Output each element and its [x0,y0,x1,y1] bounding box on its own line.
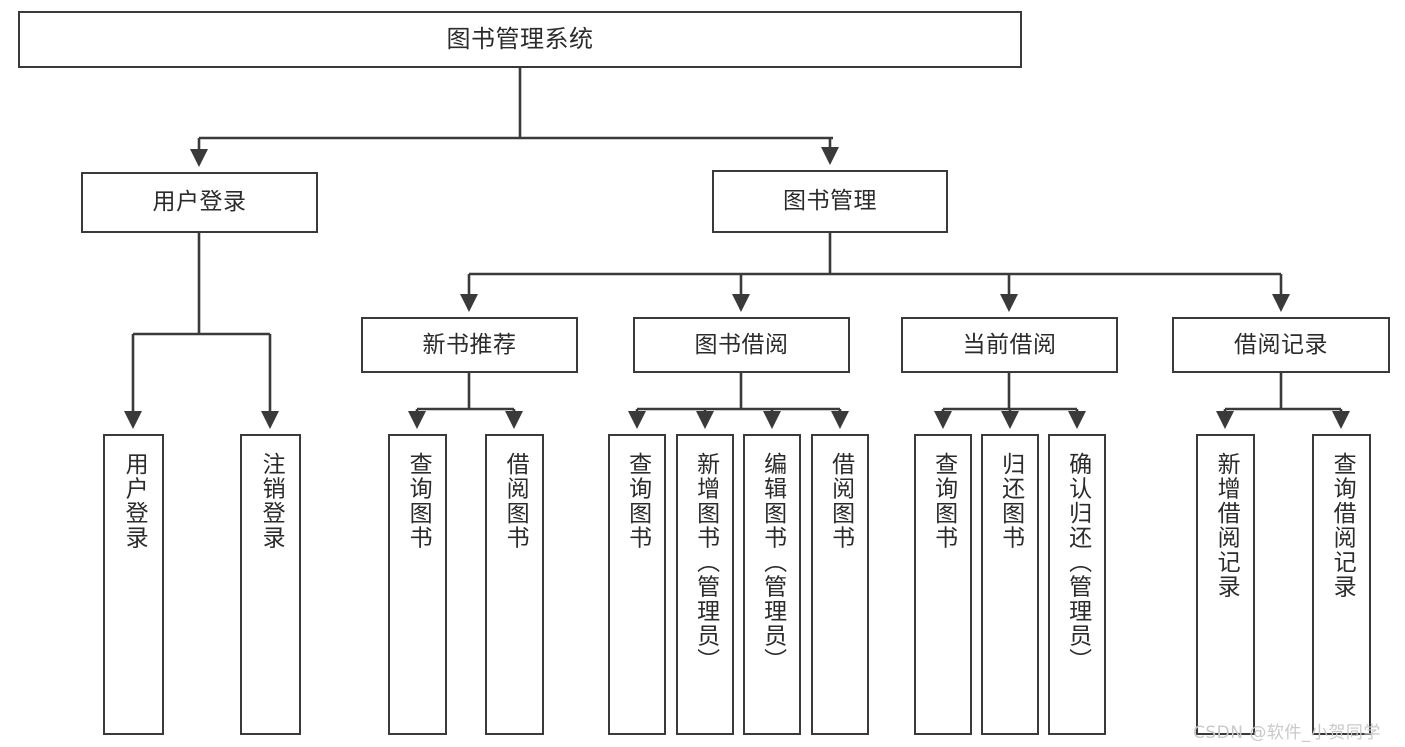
node-book-borrow[interactable]: 图书借阅 [633,317,850,373]
leaf-node[interactable]: 注销登录 [240,434,301,735]
leaf-node[interactable]: 归还图书 [981,434,1039,735]
node-book-borrow-label: 图书借阅 [694,331,789,358]
leaf-node[interactable]: 新增借阅记录 [1196,434,1255,735]
leaf-node[interactable]: 确认归还（管理员） [1048,434,1106,735]
node-root[interactable]: 图书管理系统 [18,11,1022,68]
leaf-node-label: 借阅图书 [827,452,854,550]
leaf-node[interactable]: 编辑图书（管理员） [743,434,801,735]
node-root-label: 图书管理系统 [446,24,594,53]
leaf-node[interactable]: 查询图书 [388,434,447,735]
leaf-node[interactable]: 查询图书 [914,434,972,735]
leaf-node-label: 查询图书 [405,452,432,550]
leaf-node-label: 查询借阅记录 [1329,452,1356,599]
leaf-node-label: 借阅图书 [502,452,529,550]
leaf-node[interactable]: 借阅图书 [811,434,869,735]
leaf-node-label: 查询图书 [624,452,651,550]
node-borrow-record[interactable]: 借阅记录 [1172,317,1390,373]
leaf-node-label: 查询图书 [930,452,957,550]
node-new-book-recommend-label: 新书推荐 [422,331,517,358]
leaf-node[interactable]: 查询借阅记录 [1312,434,1371,735]
leaf-node[interactable]: 用户登录 [103,434,164,735]
leaf-node[interactable]: 借阅图书 [485,434,544,735]
leaf-node-label: 新增图书（管理员） [692,452,719,673]
leaf-node[interactable]: 新增图书（管理员） [676,434,734,735]
node-current-borrow-label: 当前借阅 [962,331,1057,358]
leaf-node-label: 归还图书 [997,452,1024,550]
node-current-borrow[interactable]: 当前借阅 [901,317,1118,373]
node-book-management[interactable]: 图书管理 [712,170,948,233]
node-book-management-label: 图书管理 [783,188,877,215]
leaf-node-label: 新增借阅记录 [1213,452,1240,599]
node-borrow-record-label: 借阅记录 [1234,331,1328,358]
node-new-book-recommend[interactable]: 新书推荐 [361,317,578,373]
node-user-login[interactable]: 用户登录 [81,172,318,233]
leaf-node[interactable]: 查询图书 [608,434,666,735]
leaf-node-label: 用户登录 [121,452,148,550]
leaf-node-label: 确认归还（管理员） [1064,452,1091,673]
watermark-text: CSDN @软件_小贺同学 [1193,723,1381,743]
leaf-node-label: 注销登录 [258,452,285,550]
leaf-node-label: 编辑图书（管理员） [759,452,786,673]
node-user-login-label: 用户登录 [152,189,247,216]
